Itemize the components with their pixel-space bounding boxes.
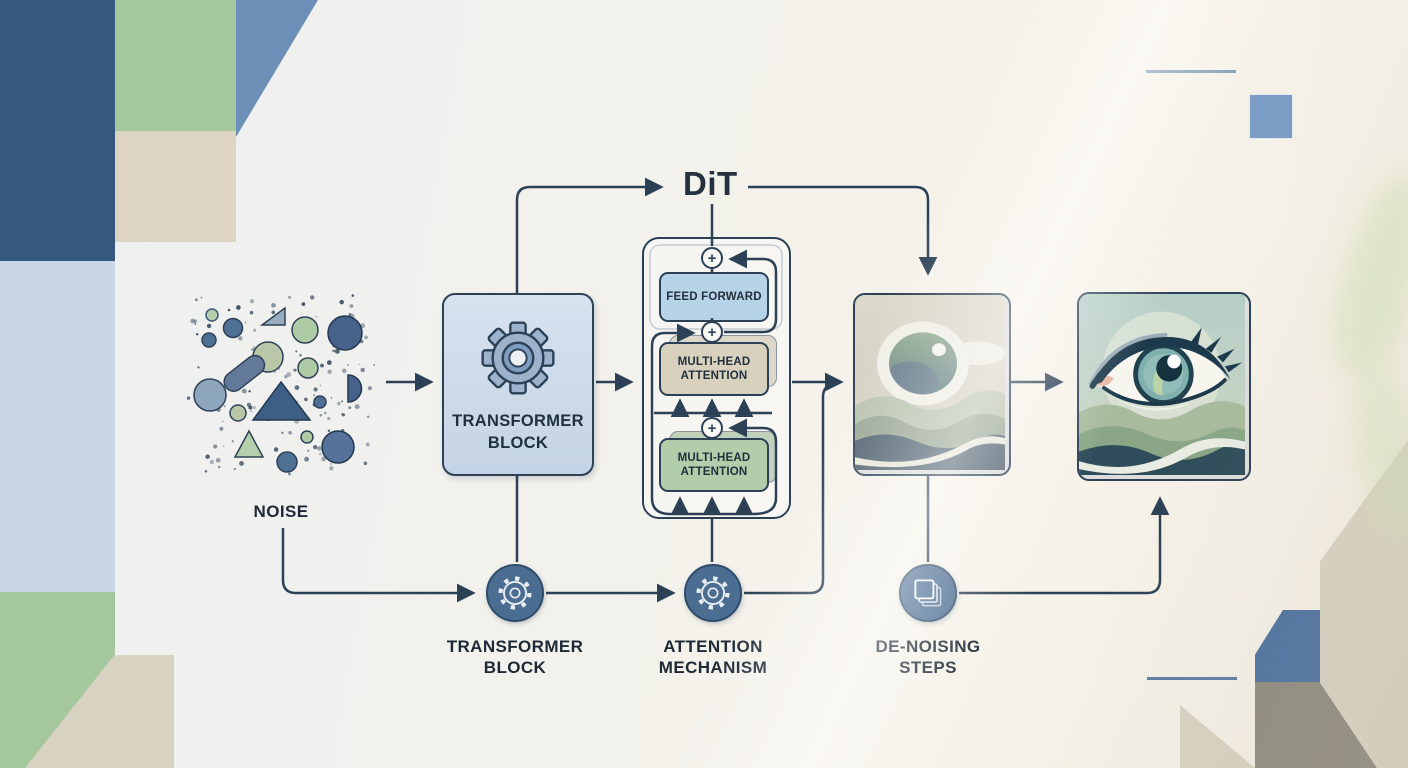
residual-add-circle-3: +	[701, 417, 723, 439]
decor-bottomright-blue-pentagon	[1255, 610, 1320, 682]
decor-blurred-leaf-1	[1320, 164, 1408, 386]
legend-circle-denoising	[899, 564, 957, 622]
layers-icon	[914, 579, 942, 607]
denoising-landscape-illustration	[855, 295, 1005, 470]
legend-label-denoising: DE-NOISING STEPS	[875, 637, 981, 678]
decor-bottomright-line	[1147, 677, 1237, 680]
legend-label-transformer: TRANSFORMER BLOCK	[446, 637, 584, 678]
multi-head-attention-top-box: MULTI-HEAD ATTENTION	[659, 342, 769, 396]
decor-left-lightblue-rect	[0, 261, 115, 592]
legend-circle-transformer	[486, 564, 544, 622]
multi-head-attention-bottom-box: MULTI-HEAD ATTENTION	[659, 438, 769, 492]
transformer-block-label: TRANSFORMER BLOCK	[452, 412, 584, 452]
decor-topright-line	[1146, 70, 1236, 73]
legend-label-attention: ATTENTION MECHANISM	[658, 637, 768, 678]
residual-add-circle-1: +	[701, 247, 723, 269]
decor-topright-blue-square	[1250, 95, 1292, 138]
arrow-transformer-to-dit	[515, 177, 664, 293]
arrow-legend3-up-to-eye	[959, 496, 1170, 595]
gear-icon	[498, 576, 532, 610]
legend-circle-attention	[684, 564, 742, 622]
transformer-block-node: TRANSFORMER BLOCK	[442, 293, 594, 476]
final-eye-image	[1077, 292, 1251, 481]
noise-shapes-illustration	[186, 294, 375, 476]
arrow-dit-to-intermediate	[748, 185, 938, 276]
feed-forward-box: FEED FORWARD	[659, 272, 769, 322]
decor-topleft-blue-triangle	[236, 0, 318, 137]
noise-image	[185, 290, 378, 478]
dit-title: DiT	[683, 165, 738, 202]
residual-add-circle-2: +	[701, 321, 723, 343]
arrow-noise-to-legend	[281, 528, 476, 603]
noise-label: NOISE	[253, 502, 309, 521]
gear-icon	[481, 321, 555, 395]
gear-icon	[696, 576, 730, 610]
eye-illustration	[1079, 294, 1245, 475]
decor-topleft-green-rect	[115, 0, 236, 131]
decor-bottomright-beige-triangle	[1180, 705, 1255, 768]
intermediate-image	[853, 293, 1011, 476]
decor-topleft-beige-rect	[115, 131, 236, 242]
decor-topleft-navy-rect	[0, 0, 115, 261]
